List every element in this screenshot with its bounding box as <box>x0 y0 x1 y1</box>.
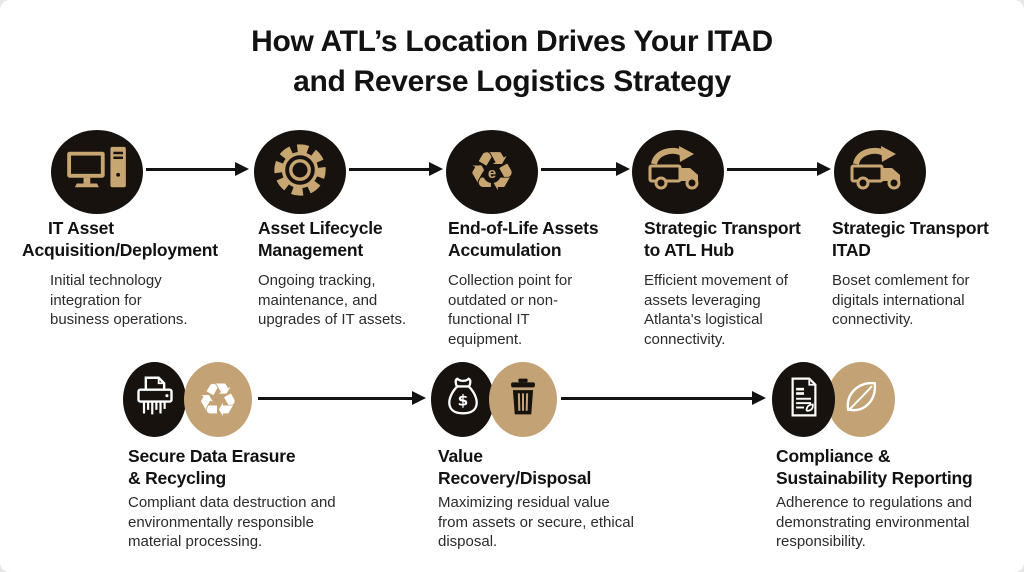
step-description: Boset comlement for digitals internation… <box>832 272 970 328</box>
flow-arrow <box>561 391 766 405</box>
compliance-document-icon <box>783 374 825 425</box>
transport-truck-icon <box>646 144 710 201</box>
gear-icon <box>269 139 331 206</box>
flow-arrow <box>727 162 831 176</box>
transport-truck-icon <box>848 144 912 201</box>
row1-step1-circle <box>51 130 143 214</box>
step-title: Value Recovery/Disposal <box>438 446 592 488</box>
flow-arrow <box>146 162 249 176</box>
row1-step2-circle <box>254 130 346 214</box>
step-title: Compliance & Sustainability Reporting <box>776 446 973 488</box>
leaf-icon <box>839 375 883 424</box>
page-title: How ATL’s Location Drives Your ITAD and … <box>251 25 773 98</box>
step-description: Adherence to regulations and demonstrati… <box>776 494 972 550</box>
flow-arrow <box>349 162 443 176</box>
flow-arrow <box>258 391 426 405</box>
flow-arrow <box>541 162 630 176</box>
step-title: Asset Lifecycle Management <box>258 218 383 260</box>
step-description: Ongoing tracking, maintenance, and upgra… <box>258 272 407 328</box>
e-letter: e <box>483 165 501 184</box>
row2-step2-black-circle: $ <box>431 362 494 437</box>
paper-shredder-icon <box>133 373 177 426</box>
step-description: Initial technology integration for busin… <box>50 272 188 328</box>
trash-can-icon <box>501 374 545 425</box>
step-title: End-of-Life Assets Accumulation <box>448 218 599 260</box>
row1-step4-circle <box>632 130 724 214</box>
step-description: Efficient movement of assets leveraging … <box>644 272 788 348</box>
row1-step3-circle: ♻ e <box>446 130 538 214</box>
e-waste-recycle-icon: ♻ e <box>462 142 522 202</box>
step-description: Maximizing residual value from assets or… <box>438 494 634 550</box>
desktop-computer-icon <box>66 145 128 200</box>
row2-step3-black-circle <box>772 362 835 437</box>
step-title: Secure Data Erasure & Recycling <box>128 446 296 488</box>
money-bag-icon: $ <box>440 374 486 425</box>
step-title: Strategic Transport to ATL Hub <box>644 218 801 260</box>
row2-step1-black-circle <box>123 362 186 437</box>
step-description: Collection point for outdated or non- fu… <box>448 272 573 348</box>
row1-step5-circle <box>834 130 926 214</box>
recycle-arrows-icon: ♻ <box>197 373 239 426</box>
step-title: Strategic Transport ITAD <box>832 218 989 260</box>
step-title: IT Asset Acquisition/Deployment <box>22 218 218 260</box>
row2-step3-tan-circle <box>827 362 895 437</box>
step-description: Compliant data destruction and environme… <box>128 494 336 550</box>
svg-text:$: $ <box>457 392 468 410</box>
row2-step1-tan-circle: ♻ <box>184 362 252 437</box>
row2-step2-tan-circle <box>489 362 557 437</box>
